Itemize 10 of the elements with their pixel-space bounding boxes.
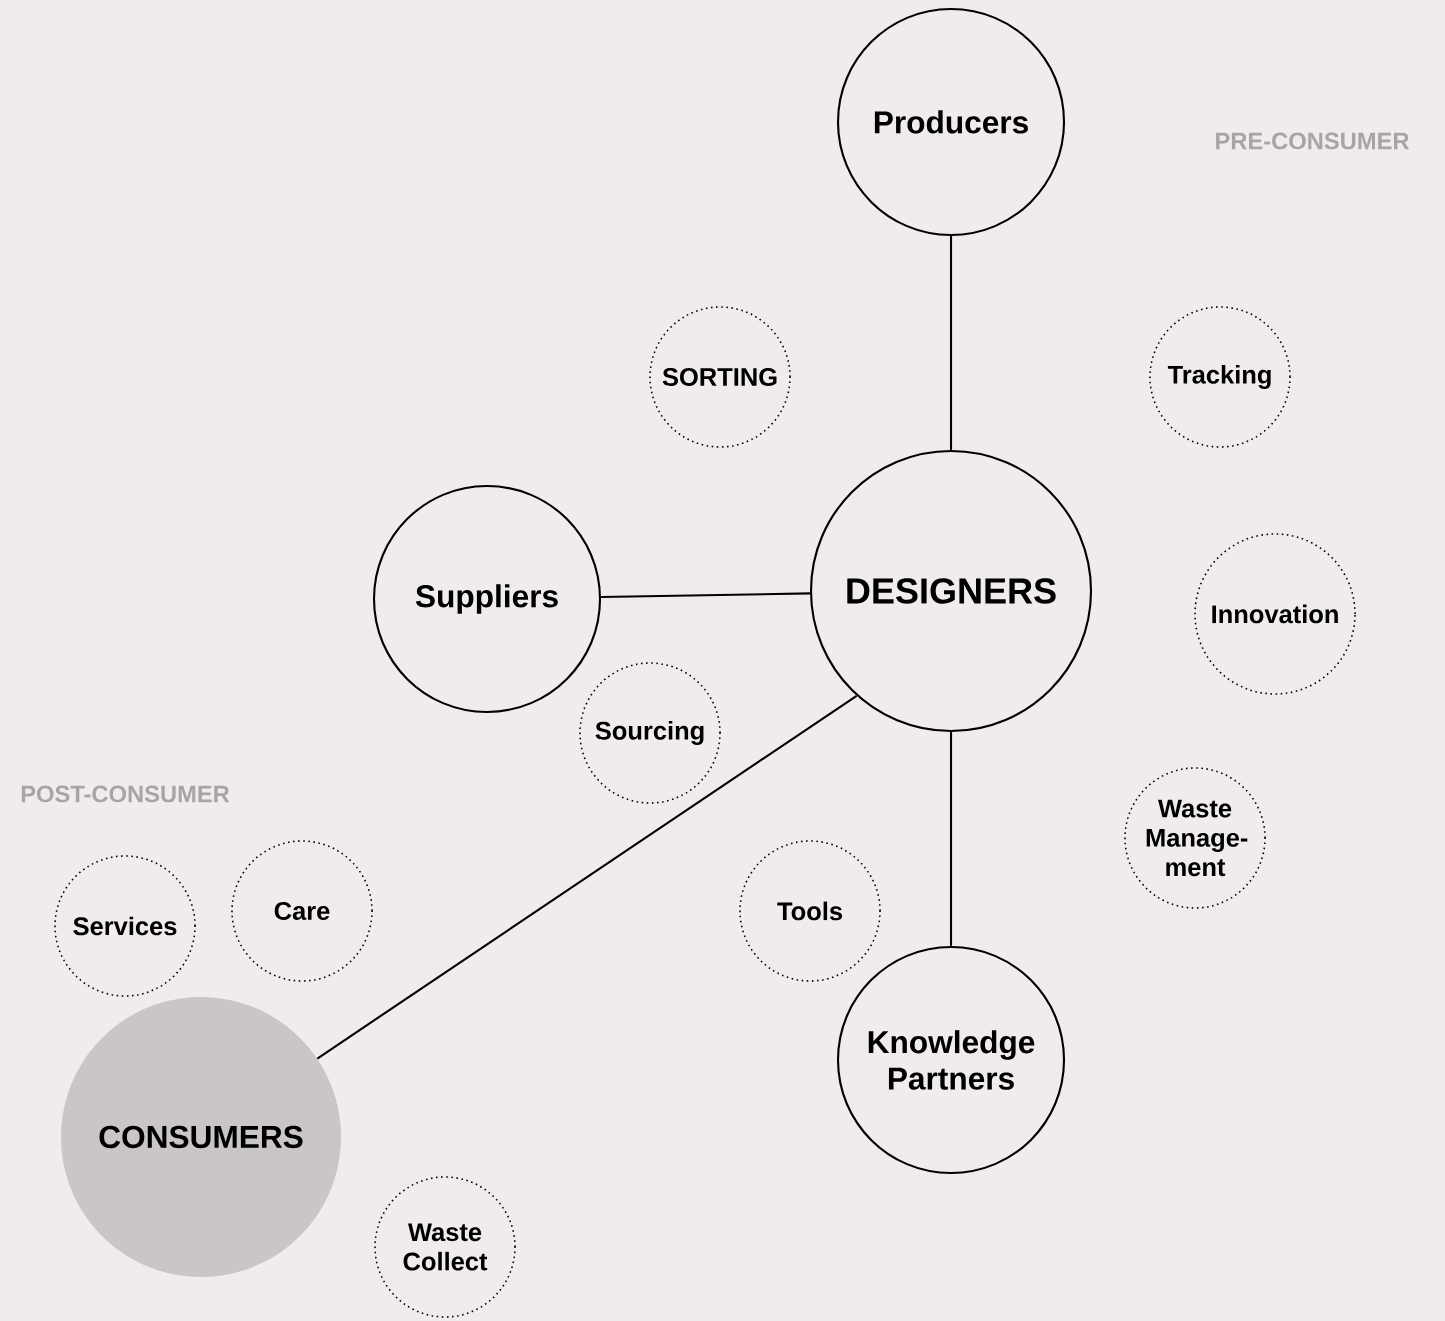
circle-node: Suppliers: [372, 484, 602, 714]
section-label: POST-CONSUMER: [21, 785, 230, 803]
circle-node: DESIGNERS: [809, 449, 1093, 733]
circle-node: Knowledge Partners: [836, 945, 1066, 1175]
connector-line: [316, 694, 858, 1060]
connector-line: [601, 592, 810, 599]
section-label: PRE-CONSUMER: [1216, 132, 1410, 150]
circle-node: Producers: [836, 7, 1066, 237]
connector-line: [949, 236, 953, 450]
connector-line: [949, 732, 953, 946]
